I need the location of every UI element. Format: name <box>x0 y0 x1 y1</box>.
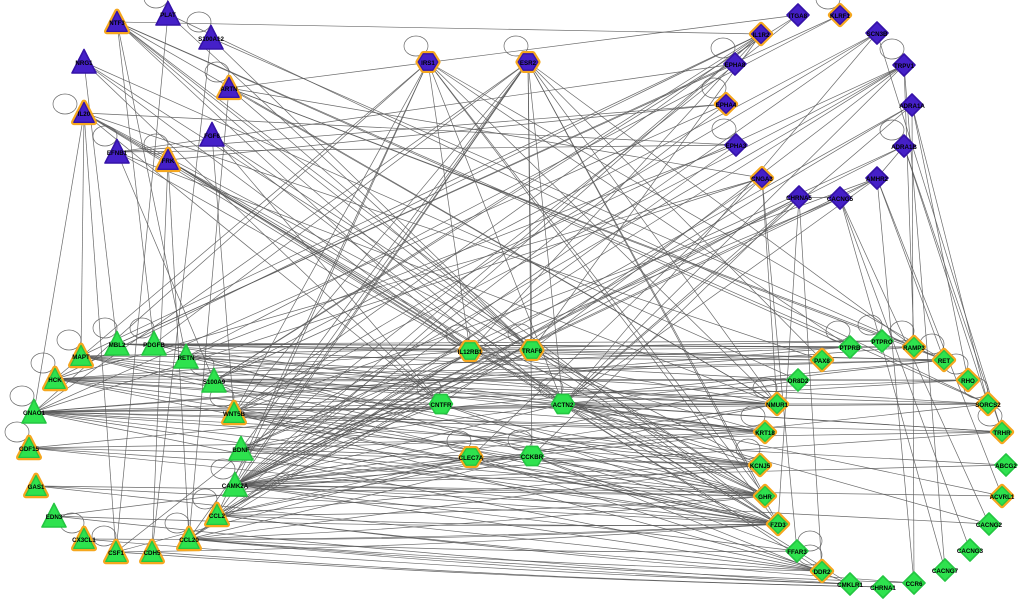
svg-text:ADRA1B: ADRA1B <box>891 144 917 151</box>
svg-text:ARTN: ARTN <box>220 86 238 93</box>
svg-text:RAMP3: RAMP3 <box>903 345 925 352</box>
svg-text:CMKLR1: CMKLR1 <box>837 582 863 589</box>
svg-text:HCK: HCK <box>48 377 62 384</box>
svg-text:CACNG2: CACNG2 <box>976 522 1003 529</box>
svg-text:CACNG3: CACNG3 <box>957 548 984 555</box>
svg-text:TRPV1: TRPV1 <box>894 63 915 70</box>
svg-text:BDNF: BDNF <box>232 447 249 454</box>
svg-text:PTPRB: PTPRB <box>840 345 862 352</box>
svg-text:MAPT: MAPT <box>72 354 90 361</box>
svg-text:FZD3: FZD3 <box>770 522 786 529</box>
svg-text:TRHR: TRHR <box>993 430 1011 437</box>
svg-text:CCKBR: CCKBR <box>521 454 544 461</box>
svg-text:EFNB1: EFNB1 <box>107 150 128 157</box>
svg-text:GDF15: GDF15 <box>19 446 40 453</box>
svg-text:CHRNA5: CHRNA5 <box>786 195 812 202</box>
svg-text:GNAO1: GNAO1 <box>23 410 46 417</box>
svg-text:OR8D2: OR8D2 <box>788 378 809 385</box>
svg-text:CNGA3: CNGA3 <box>751 176 773 183</box>
svg-text:DDR2: DDR2 <box>814 569 831 576</box>
svg-text:S100A12: S100A12 <box>198 36 224 43</box>
svg-text:SCN3B: SCN3B <box>867 31 889 38</box>
svg-text:FGF6: FGF6 <box>204 133 220 140</box>
svg-text:PTPRO: PTPRO <box>871 339 893 346</box>
svg-text:SORCS2: SORCS2 <box>975 402 1001 409</box>
svg-text:EPHA4: EPHA4 <box>716 102 737 109</box>
svg-text:CCL20: CCL20 <box>179 537 199 544</box>
svg-text:IL20: IL20 <box>78 111 91 118</box>
svg-text:CCL2: CCL2 <box>209 513 226 520</box>
svg-text:CCR6: CCR6 <box>906 581 923 588</box>
svg-text:EPHA8: EPHA8 <box>725 62 746 69</box>
svg-text:ACTN2: ACTN2 <box>553 402 574 409</box>
svg-text:ABCG2: ABCG2 <box>995 463 1017 470</box>
svg-text:PDGFB: PDGFB <box>143 342 165 349</box>
svg-text:EPHA3: EPHA3 <box>726 143 747 150</box>
svg-text:ADRA1A: ADRA1A <box>899 103 925 110</box>
svg-text:CNTFR: CNTFR <box>431 402 452 409</box>
svg-text:NRG1: NRG1 <box>75 60 93 67</box>
svg-text:IRS1: IRS1 <box>421 60 435 67</box>
svg-text:CX3CL1: CX3CL1 <box>72 537 96 544</box>
svg-text:GHR: GHR <box>758 494 772 501</box>
svg-text:PAX8: PAX8 <box>814 358 830 365</box>
svg-text:CAMK2A: CAMK2A <box>222 483 249 490</box>
svg-text:CHRNA1: CHRNA1 <box>870 585 896 592</box>
svg-text:KRT18: KRT18 <box>755 430 775 437</box>
svg-text:ESR2: ESR2 <box>520 60 537 67</box>
svg-text:CDH5: CDH5 <box>144 550 161 557</box>
svg-text:S100A9: S100A9 <box>203 379 226 386</box>
svg-text:ACVRL1: ACVRL1 <box>990 494 1015 501</box>
svg-text:CACNG5: CACNG5 <box>827 196 854 203</box>
svg-text:NTF3: NTF3 <box>109 20 125 27</box>
svg-text:IL1R2: IL1R2 <box>753 32 770 39</box>
svg-text:AMHR2: AMHR2 <box>866 176 889 183</box>
svg-text:KCNJ5: KCNJ5 <box>750 463 771 470</box>
svg-text:KLRF1: KLRF1 <box>830 13 850 20</box>
svg-text:NMUR1: NMUR1 <box>766 402 789 409</box>
svg-text:CLEC7A: CLEC7A <box>459 455 484 462</box>
svg-text:FFAR3: FFAR3 <box>787 549 807 556</box>
svg-text:RHO: RHO <box>961 378 975 385</box>
svg-text:RETN: RETN <box>178 355 195 362</box>
svg-text:WNT5B: WNT5B <box>223 411 246 418</box>
svg-text:RET: RET <box>938 358 951 365</box>
svg-text:EDN3: EDN3 <box>46 514 63 521</box>
svg-text:CSF1: CSF1 <box>108 550 124 557</box>
svg-text:PLAT: PLAT <box>160 12 176 19</box>
svg-text:ITGA8: ITGA8 <box>789 13 808 20</box>
svg-text:TRAF6: TRAF6 <box>522 348 542 355</box>
svg-text:IL12RB1: IL12RB1 <box>458 349 483 356</box>
svg-text:CACNG7: CACNG7 <box>932 568 959 575</box>
svg-text:FRK: FRK <box>162 158 175 165</box>
svg-text:GAS1: GAS1 <box>28 484 45 491</box>
svg-text:MBL2: MBL2 <box>109 342 126 349</box>
